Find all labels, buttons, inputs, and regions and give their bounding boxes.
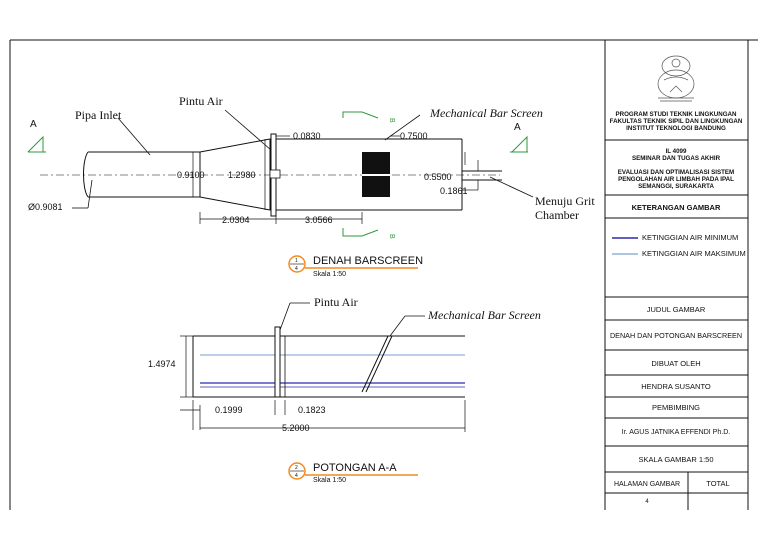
section-label-bar-screen: Mechanical Bar Screen [427, 308, 541, 322]
dim-0550: 0.5500 [424, 172, 452, 182]
plan-view: A A B B [27, 94, 595, 278]
page-value: 4 [645, 499, 649, 505]
institution-line-1: PROGRAM STUDI TEKNIK LINGKUNGAN [616, 111, 738, 118]
dim-0910: 0.9100 [177, 170, 205, 180]
institution-line-3: INSTITUT TEKNOLOGI BANDUNG [626, 125, 726, 132]
legend-label-min: KETINGGIAN AIR MINIMUM [642, 233, 738, 242]
plan-dimensions [192, 135, 479, 224]
itb-logo [657, 55, 695, 102]
dim-0083: 0.0830 [293, 131, 321, 141]
section-marker-right-label: A [514, 122, 521, 133]
label-gate: Pintu Air [179, 94, 223, 108]
drawn-by-value: HENDRA SUSANTO [641, 382, 711, 391]
section-title-scale: Skala 1:50 [313, 477, 346, 484]
drawing-title-value: DENAH DAN POTONGAN BARSCREEN [610, 331, 742, 340]
dim-1298: 1.2980 [228, 170, 256, 180]
title-block: PROGRAM STUDI TEKNIK LINGKUNGAN FAKULTAS… [605, 55, 748, 510]
course-code: IL 4099 [666, 148, 687, 155]
project-line-3: SEMANGGI, SURAKARTA [638, 183, 714, 190]
label-to-grit-1: Menuju Grit [535, 194, 595, 208]
dim-2030: 2.0304 [222, 215, 250, 225]
section-marker-left [27, 135, 46, 153]
outlet-pipe [462, 170, 502, 181]
plan-title-scale: Skala 1:50 [313, 271, 346, 278]
section-marker-left-label: A [30, 119, 37, 130]
cut-marker-bottom-label: B [388, 234, 395, 239]
project-line-2: PENGOLAHAN AIR LIMBAH PADA IPAL [618, 176, 734, 183]
label-pipe-inlet: Pipa Inlet [75, 108, 122, 122]
section-title-marker [288, 462, 418, 480]
inlet-transition [199, 138, 271, 211]
dim-pipe-diameter: Ø0.9081 [28, 202, 63, 212]
dim-1861: 0.1861 [440, 186, 468, 196]
section-dim-total: 5.2000 [282, 423, 310, 433]
title-block-grid [605, 139, 748, 510]
section-title-sheet: 4 [295, 473, 298, 479]
sheet-border [9, 39, 758, 510]
institution-line-2: FAKULTAS TEKNIK SIPIL DAN LINGKUNGAN [610, 118, 743, 125]
page-label: HALAMAN GAMBAR [614, 481, 680, 488]
legend-label-max: KETINGGIAN AIR MAKSIMUM [642, 249, 746, 258]
plan-title-name: DENAH BARSCREEN [313, 255, 423, 267]
drawing-title-header: JUDUL GAMBAR [647, 305, 706, 314]
screen-cut-markers [342, 111, 379, 237]
advisor-value: Ir. AGUS JATNIKA EFFENDI Ph.D. [622, 429, 730, 436]
section-label-gate: Pintu Air [314, 295, 358, 309]
section-title-number: 2 [295, 465, 298, 471]
section-gate [274, 326, 281, 398]
section-title-name: POTONGAN A-A [313, 462, 397, 474]
section-dim-height: 1.4974 [148, 359, 176, 369]
scale-value: SKALA GAMBAR 1:50 [638, 455, 713, 464]
section-leaders [279, 302, 425, 337]
label-to-grit-2: Chamber [535, 208, 579, 222]
gate-slot [269, 169, 281, 179]
plan-title-marker [288, 255, 418, 273]
dim-0750: 0.7500 [400, 131, 428, 141]
plan-leaders [72, 109, 534, 209]
project-line-1: EVALUASI DAN OPTIMALISASI SISTEM [618, 169, 734, 176]
drawn-by-header: DIBUAT OLEH [651, 359, 700, 368]
section-dimensions [180, 335, 466, 432]
label-bar-screen: Mechanical Bar Screen [429, 106, 543, 120]
course-name: SEMINAR DAN TUGAS AKHIR [632, 155, 721, 162]
section-marker-right [510, 135, 528, 153]
plan-title-sheet: 4 [295, 266, 298, 272]
section-bar-screen [361, 335, 393, 393]
section-dim-1823: 0.1823 [298, 405, 326, 415]
total-label: TOTAL [706, 479, 729, 488]
plan-title-number: 1 [295, 258, 298, 264]
advisor-header: PEMBIMBING [652, 403, 700, 412]
section-outline [192, 335, 465, 398]
dim-3056: 3.0566 [305, 215, 333, 225]
section-view: Pintu Air Mechanical Bar Screen 1.4974 0… [148, 295, 541, 484]
cut-marker-top-label: B [388, 118, 395, 123]
section-dim-1999: 0.1999 [215, 405, 243, 415]
legend-header: KETERANGAN GAMBAR [632, 203, 721, 212]
